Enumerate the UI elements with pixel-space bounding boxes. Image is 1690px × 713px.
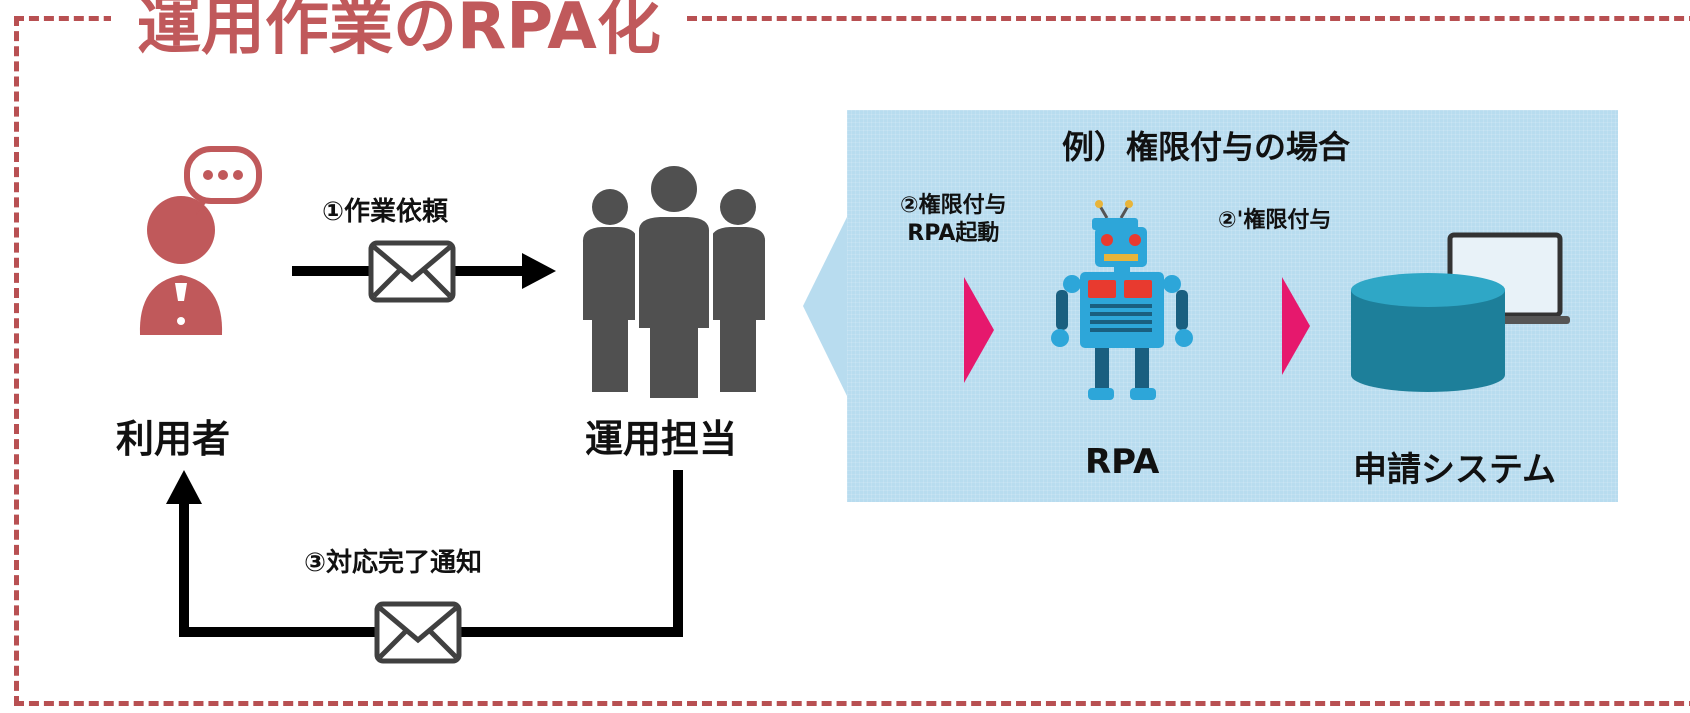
dashed-frame: 運用作業のRPA化 xyxy=(14,0,1690,706)
group-people-icon xyxy=(582,162,766,402)
step-grant: ②'権限付与 xyxy=(1218,208,1332,233)
step-rpa-launch-line1: ②権限付与 xyxy=(900,193,1007,218)
page-title: 運用作業のRPA化 xyxy=(111,0,687,67)
envelope-icon xyxy=(374,601,462,664)
arrow-right-icon xyxy=(1282,277,1310,375)
envelope-icon xyxy=(368,240,456,303)
actor-rpa-label: RPA xyxy=(1085,442,1160,482)
database-icon xyxy=(1351,273,1505,392)
robot-icon xyxy=(1051,200,1193,400)
actor-operator-label: 運用担当 xyxy=(585,417,738,461)
example-title: 例）権限付与の場合 xyxy=(1062,128,1351,166)
step-rpa-launch-line2: RPA起動 xyxy=(907,221,1000,246)
step-rpa-launch: ②権限付与 RPA起動 xyxy=(900,192,1007,248)
actor-system-label: 申請システム xyxy=(1353,450,1556,490)
actor-user-label: 利用者 xyxy=(116,417,231,461)
step-notify: ③対応完了通知 xyxy=(304,548,483,578)
step-request: ①作業依頼 xyxy=(322,197,449,227)
arrow-right-icon xyxy=(964,277,994,383)
user-with-speech-bubble-icon xyxy=(139,146,262,335)
